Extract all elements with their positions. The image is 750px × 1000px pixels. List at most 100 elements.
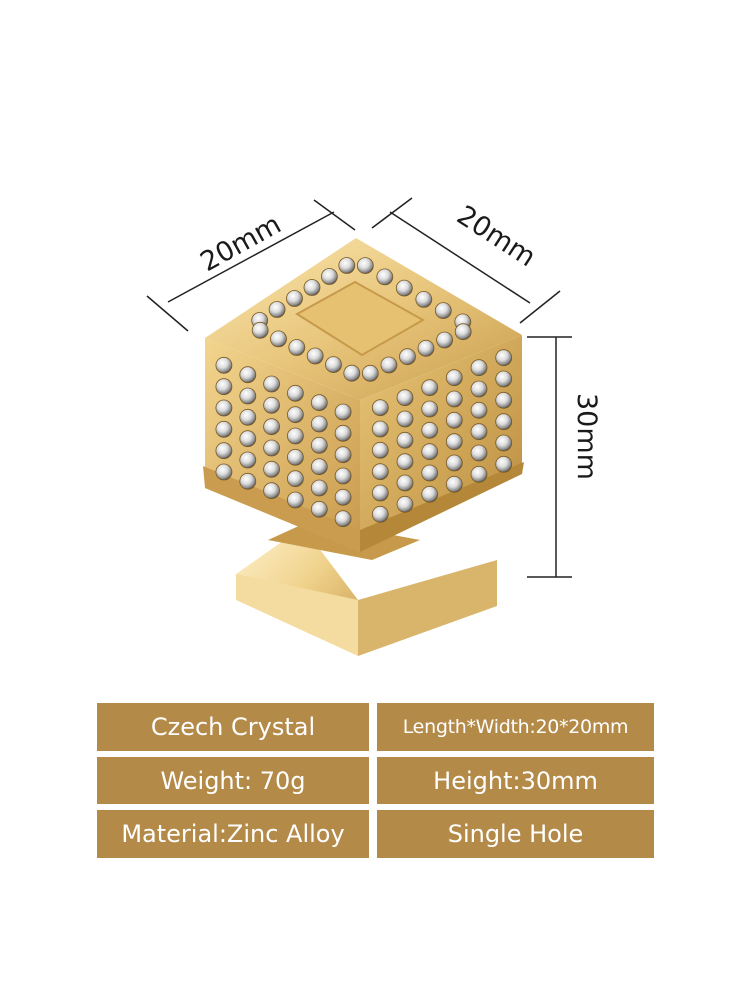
crystal-stone: [263, 482, 281, 500]
crystal-stone: [306, 347, 324, 365]
crystal-stone: [343, 364, 361, 382]
height-label: 30mm: [571, 393, 602, 480]
crystal-stone: [396, 474, 414, 492]
crystal-stone: [310, 436, 328, 454]
crystal-stone: [495, 349, 513, 367]
crystal-stone: [270, 330, 287, 348]
spec-weight: Weight: 70g: [97, 757, 369, 804]
crystal-stone: [395, 279, 413, 297]
right-width-line: [389, 211, 531, 304]
crystal-stone: [338, 257, 356, 274]
crystal-stone: [334, 467, 352, 485]
crystal-stone: [396, 495, 414, 513]
crystal-stone: [239, 430, 257, 448]
crystal-stone: [286, 406, 304, 424]
crystal-stone: [415, 290, 433, 308]
crystal-stone: [371, 505, 389, 523]
crystal-stone: [215, 356, 233, 374]
right-width-tick-b: [519, 290, 561, 324]
crystal-stone: [470, 401, 488, 419]
crystal-stone: [310, 458, 328, 476]
crystal-stone: [334, 488, 352, 506]
crystal-stone: [334, 510, 352, 528]
left-width-tick-b: [313, 199, 356, 231]
crystal-stone: [470, 359, 488, 377]
knob-cube: [203, 238, 524, 552]
left-width-label: 20mm: [195, 209, 286, 278]
crystal-stone: [310, 479, 328, 497]
crystal-stone: [380, 356, 398, 374]
spec-material: Material:Zinc Alloy: [97, 810, 369, 858]
crystal-stone: [310, 415, 328, 433]
spec-length-width: Length*Width:20*20mm: [377, 703, 654, 751]
crystal-stone: [495, 434, 513, 452]
crystal-stone: [371, 399, 389, 417]
crystal-stone: [421, 443, 439, 461]
crystal-stone: [263, 396, 281, 414]
right-width-tick-a: [371, 197, 413, 229]
crystal-stone: [239, 387, 257, 405]
crystal-stone: [286, 290, 303, 307]
crystal-stone: [215, 442, 233, 460]
crystal-stone: [356, 257, 374, 275]
crystal-stone: [239, 451, 257, 469]
crystal-stone: [334, 424, 352, 442]
crystal-stone: [495, 370, 513, 388]
crystal-stone: [371, 484, 389, 502]
product-illustration: 20mm 20mm 30mm: [146, 197, 602, 656]
crystal-stone: [396, 431, 414, 449]
crystal-stone: [215, 463, 233, 481]
crystal-stone: [371, 463, 389, 481]
crystal-stone: [454, 323, 472, 341]
crystal-stone: [417, 339, 435, 357]
crystal-stone: [421, 485, 439, 503]
crystal-stone: [263, 375, 281, 393]
crystal-stone: [396, 453, 414, 471]
crystal-stone: [396, 410, 414, 428]
crystal-stone: [436, 331, 454, 349]
right-width-label: 20mm: [451, 200, 541, 273]
crystal-stone: [445, 369, 463, 387]
crystal-stone: [286, 491, 304, 509]
crystal-stone: [371, 420, 389, 438]
crystal-stone: [310, 394, 328, 412]
crystal-stone: [325, 356, 342, 374]
crystal-stone: [303, 279, 321, 296]
crystal-stone: [445, 454, 463, 472]
crystal-stone: [396, 389, 414, 407]
crystal-stone: [421, 379, 439, 397]
crystal-stone: [361, 364, 379, 382]
crystal-stone: [263, 439, 281, 457]
crystal-stone: [470, 380, 488, 398]
crystal-stone: [434, 302, 452, 320]
crystal-stones: [215, 257, 513, 528]
crystal-stone: [286, 384, 304, 402]
crystal-stone: [495, 455, 513, 473]
crystal-stone: [470, 423, 488, 441]
crystal-stone: [215, 378, 233, 396]
crystal-stone: [215, 420, 233, 438]
crystal-stone: [251, 321, 269, 339]
spec-crystal: Czech Crystal: [97, 703, 369, 751]
crystal-stone: [495, 413, 513, 431]
crystal-stone: [399, 348, 416, 366]
crystal-stone: [215, 399, 233, 417]
left-width-line: [167, 211, 335, 303]
crystal-stone: [286, 427, 304, 445]
crystal-stone: [421, 464, 439, 482]
crystal-stone: [421, 421, 439, 439]
crystal-stone: [263, 418, 281, 436]
crystal-stone: [445, 433, 463, 451]
crystal-stone: [470, 444, 488, 462]
crystal-stone: [371, 441, 389, 459]
crystal-stone: [445, 390, 463, 408]
crystal-stone: [421, 400, 439, 418]
crystal-stone: [470, 465, 488, 483]
crystal-stone: [286, 448, 304, 466]
spec-height: Height:30mm: [377, 757, 654, 804]
left-width-tick-a: [146, 295, 189, 332]
crystal-stone: [286, 470, 304, 488]
crystal-stone: [445, 475, 463, 493]
crystal-stone: [334, 446, 352, 464]
